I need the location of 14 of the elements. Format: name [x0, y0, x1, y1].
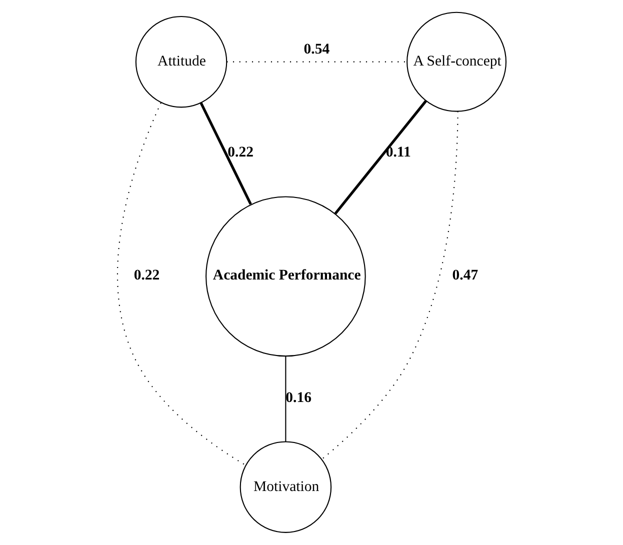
connector: [285, 356, 286, 442]
node-circle: Motivation: [240, 441, 332, 533]
node-circle: Attitude: [135, 16, 228, 108]
connector: [200, 102, 252, 205]
node-circle: A Self-concept: [406, 12, 507, 112]
connector: [117, 102, 246, 466]
edge-label: 0.54: [304, 42, 330, 58]
node-circle: Academic Performance: [206, 196, 366, 357]
connector: [321, 111, 458, 460]
edge-label: 0.22: [228, 144, 254, 161]
edge-label: 0.22: [134, 267, 160, 284]
edge-label: 0.47: [452, 267, 478, 284]
connector: [334, 100, 428, 214]
edge-label: 0.16: [286, 390, 312, 406]
